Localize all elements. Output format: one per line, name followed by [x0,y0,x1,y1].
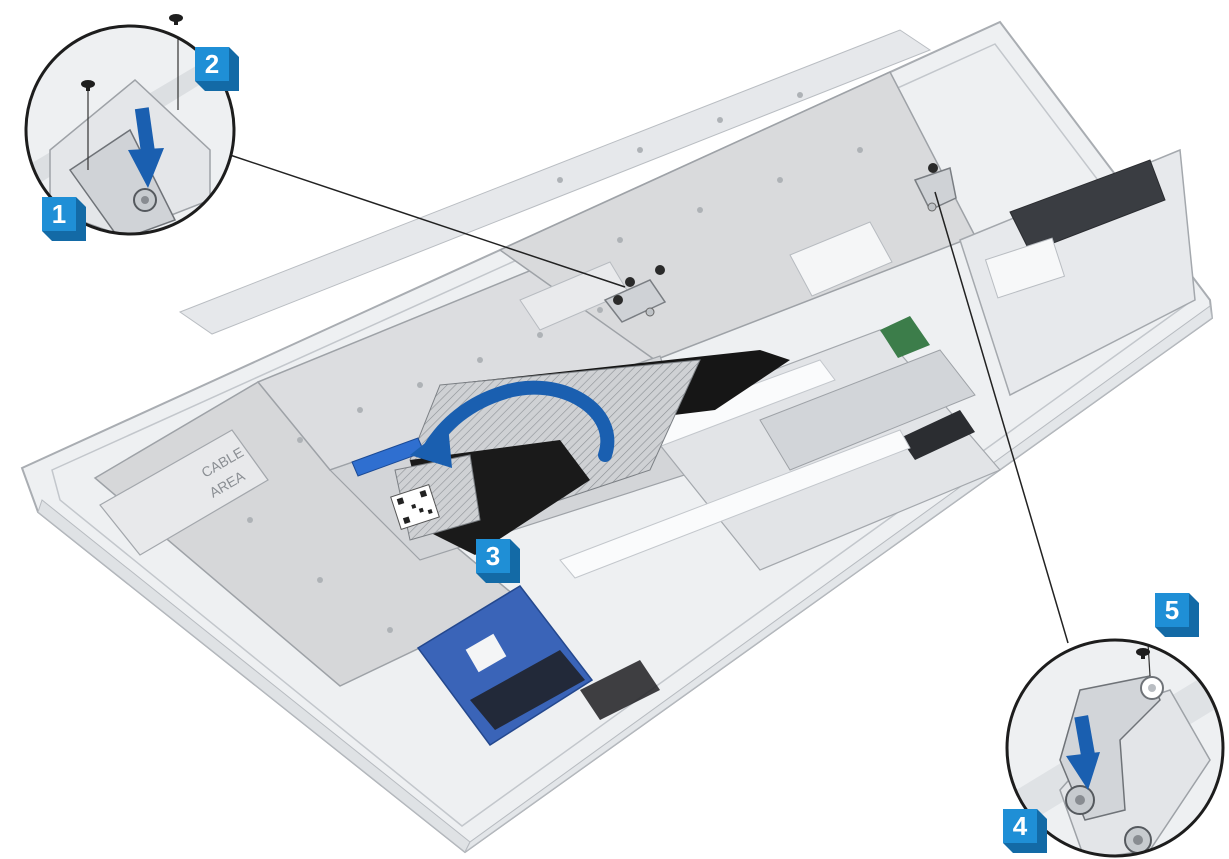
leader-line-bottom [934,191,1069,644]
step-number-3: 3 [486,541,500,571]
screw-icon [1136,648,1150,659]
bracket-right [913,163,957,212]
bracket-left [603,265,667,323]
fold-back-arrow-icon [410,380,615,468]
step-number-1: 1 [52,199,66,229]
step-callout-5: 5 [1155,593,1199,637]
step-number-2: 2 [205,49,219,79]
step-number-5: 5 [1165,595,1179,625]
press-down-arrow-icon [1066,715,1100,790]
step-callout-1: 1 [42,197,86,241]
leader-line-top [229,154,626,288]
step-callout-4: 4 [1003,809,1047,853]
touchpad-module [959,148,1196,397]
cable-area-label: CABLE AREA [99,429,269,556]
step-number-4: 4 [1013,811,1028,841]
press-down-arrow-icon [128,107,164,188]
screw-icon [81,80,95,91]
daughter-board [416,585,660,747]
magnified-view-top [24,14,236,236]
step-callout-3: 3 [476,539,520,583]
step-callout-2: 2 [195,47,239,91]
screw-icon [169,14,183,25]
